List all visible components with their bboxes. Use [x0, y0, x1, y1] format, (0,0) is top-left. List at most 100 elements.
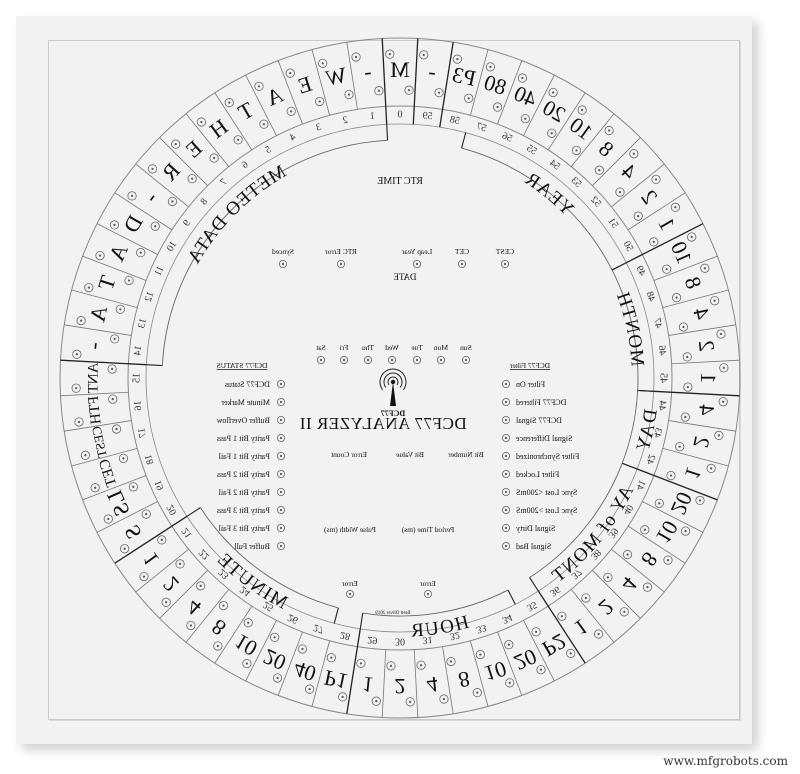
- led-dot-icon: [654, 178, 658, 181]
- rtc-indicator-cet: CET: [455, 247, 469, 268]
- segment-label: -: [427, 58, 437, 84]
- led-dot-icon: [247, 621, 250, 624]
- segment-inner-circle: [127, 105, 673, 651]
- led-dot-icon: [597, 632, 600, 636]
- led-dot-icon: [122, 457, 125, 460]
- weekday-wed: Wed: [385, 343, 399, 364]
- led-ring-icon: [115, 304, 125, 314]
- antenna-mast-icon: [390, 382, 396, 406]
- led-ring-icon: [187, 174, 197, 184]
- led-ring-icon: [356, 658, 366, 668]
- segment-divider: [64, 420, 132, 432]
- second-number: 49: [633, 264, 647, 278]
- led-ring-icon: [127, 191, 137, 201]
- filter-led: [502, 379, 511, 388]
- segment-led-upper: [517, 73, 528, 83]
- led-dot-icon: [279, 490, 283, 494]
- led-dot-icon: [87, 286, 90, 289]
- segment-divider: [442, 646, 454, 714]
- weekday-led: [364, 355, 373, 364]
- arc-end-tick: [611, 262, 627, 271]
- segment-label: 20: [510, 644, 540, 676]
- second-number: 26: [286, 611, 300, 625]
- segment-divider: [592, 570, 641, 619]
- segment-divider: [439, 42, 454, 128]
- filter-led: [502, 524, 511, 533]
- led-ring-icon: [502, 433, 511, 442]
- rtc-indicator-label: Leap Year: [401, 247, 432, 256]
- led-ring-icon: [501, 259, 510, 268]
- segment-label: 4: [688, 306, 715, 322]
- segment-second-42: 142: [644, 453, 716, 482]
- led-ring-icon: [416, 660, 426, 670]
- segment-led-lower: [187, 174, 197, 184]
- arc-label-text: MINUTE: [213, 549, 291, 614]
- segment-divider: [662, 289, 729, 308]
- antenna-tip-icon: [390, 379, 396, 385]
- led-ring-icon: [439, 694, 449, 704]
- led-dot-icon: [504, 544, 508, 548]
- led-ring-icon: [675, 442, 685, 452]
- pulse-width-label: Pulse Width (ms): [323, 525, 376, 534]
- arc-line: [161, 139, 388, 366]
- arc-line: [621, 390, 639, 464]
- segment-led-lower: [666, 470, 676, 481]
- period-time-label: Period Time (ms): [401, 525, 454, 534]
- segment-led-lower: [111, 424, 122, 434]
- second-number: 25: [261, 599, 275, 614]
- second-number: 57: [475, 121, 488, 135]
- segment-divider: [60, 391, 129, 397]
- segment-led-upper: [72, 349, 82, 359]
- led-dot-icon: [375, 700, 378, 703]
- second-number: 42: [644, 453, 658, 466]
- led-ring-icon: [566, 648, 576, 658]
- segment-led-upper: [680, 526, 691, 536]
- second-number: 48: [644, 290, 658, 303]
- segment-divider: [668, 324, 736, 336]
- segment-led-upper: [76, 316, 86, 326]
- led-ring-icon: [651, 174, 661, 185]
- weekday-fri: Fri: [340, 343, 348, 364]
- segment-led-upper: [71, 383, 81, 393]
- segment-label: 40: [510, 80, 540, 112]
- status-item: Parity Bit 1 Pass: [217, 433, 285, 443]
- led-ring-icon: [150, 221, 160, 231]
- led-dot-icon: [107, 517, 110, 521]
- led-dot-icon: [632, 152, 635, 155]
- led-ring-icon: [716, 329, 726, 339]
- segment-label: 2: [694, 339, 720, 353]
- arc-line: [200, 507, 339, 609]
- segment-second-48: 848: [644, 263, 710, 303]
- led-ring-icon: [80, 450, 90, 460]
- segment-led-upper: [272, 673, 283, 683]
- led-dot-icon: [319, 358, 323, 362]
- bit-number-label: Bit Number: [448, 450, 484, 459]
- segment-led-lower: [136, 248, 146, 258]
- segment-label: 8: [594, 136, 619, 162]
- segment-led-upper: [577, 105, 587, 115]
- segment-label: CEST: [89, 425, 110, 459]
- led-ring-icon: [452, 54, 462, 64]
- status-item-label: Parity Bit 3 Pass: [217, 506, 270, 515]
- weekday-label: Wed: [385, 343, 399, 352]
- second-number: 58: [449, 114, 461, 127]
- filter-led: [502, 469, 511, 478]
- led-ring-icon: [95, 250, 105, 261]
- filter-item: Sync Lost >200mS: [502, 505, 577, 515]
- led-dot-icon: [489, 65, 492, 68]
- status-panel-heading: DCF77 STATUS: [217, 361, 268, 370]
- led-dot-icon: [503, 262, 507, 266]
- segment-label: 1: [137, 548, 164, 572]
- segment-led-lower: [603, 572, 613, 582]
- segment-led-upper: [213, 641, 223, 651]
- second-number: 20: [165, 503, 180, 517]
- filter-item-label: DCF77 Signal: [515, 416, 562, 425]
- led-dot-icon: [178, 562, 182, 565]
- led-ring-icon: [502, 469, 511, 478]
- segment-divider: [523, 620, 555, 682]
- led-ring-icon: [276, 433, 285, 442]
- status-led: [276, 433, 285, 442]
